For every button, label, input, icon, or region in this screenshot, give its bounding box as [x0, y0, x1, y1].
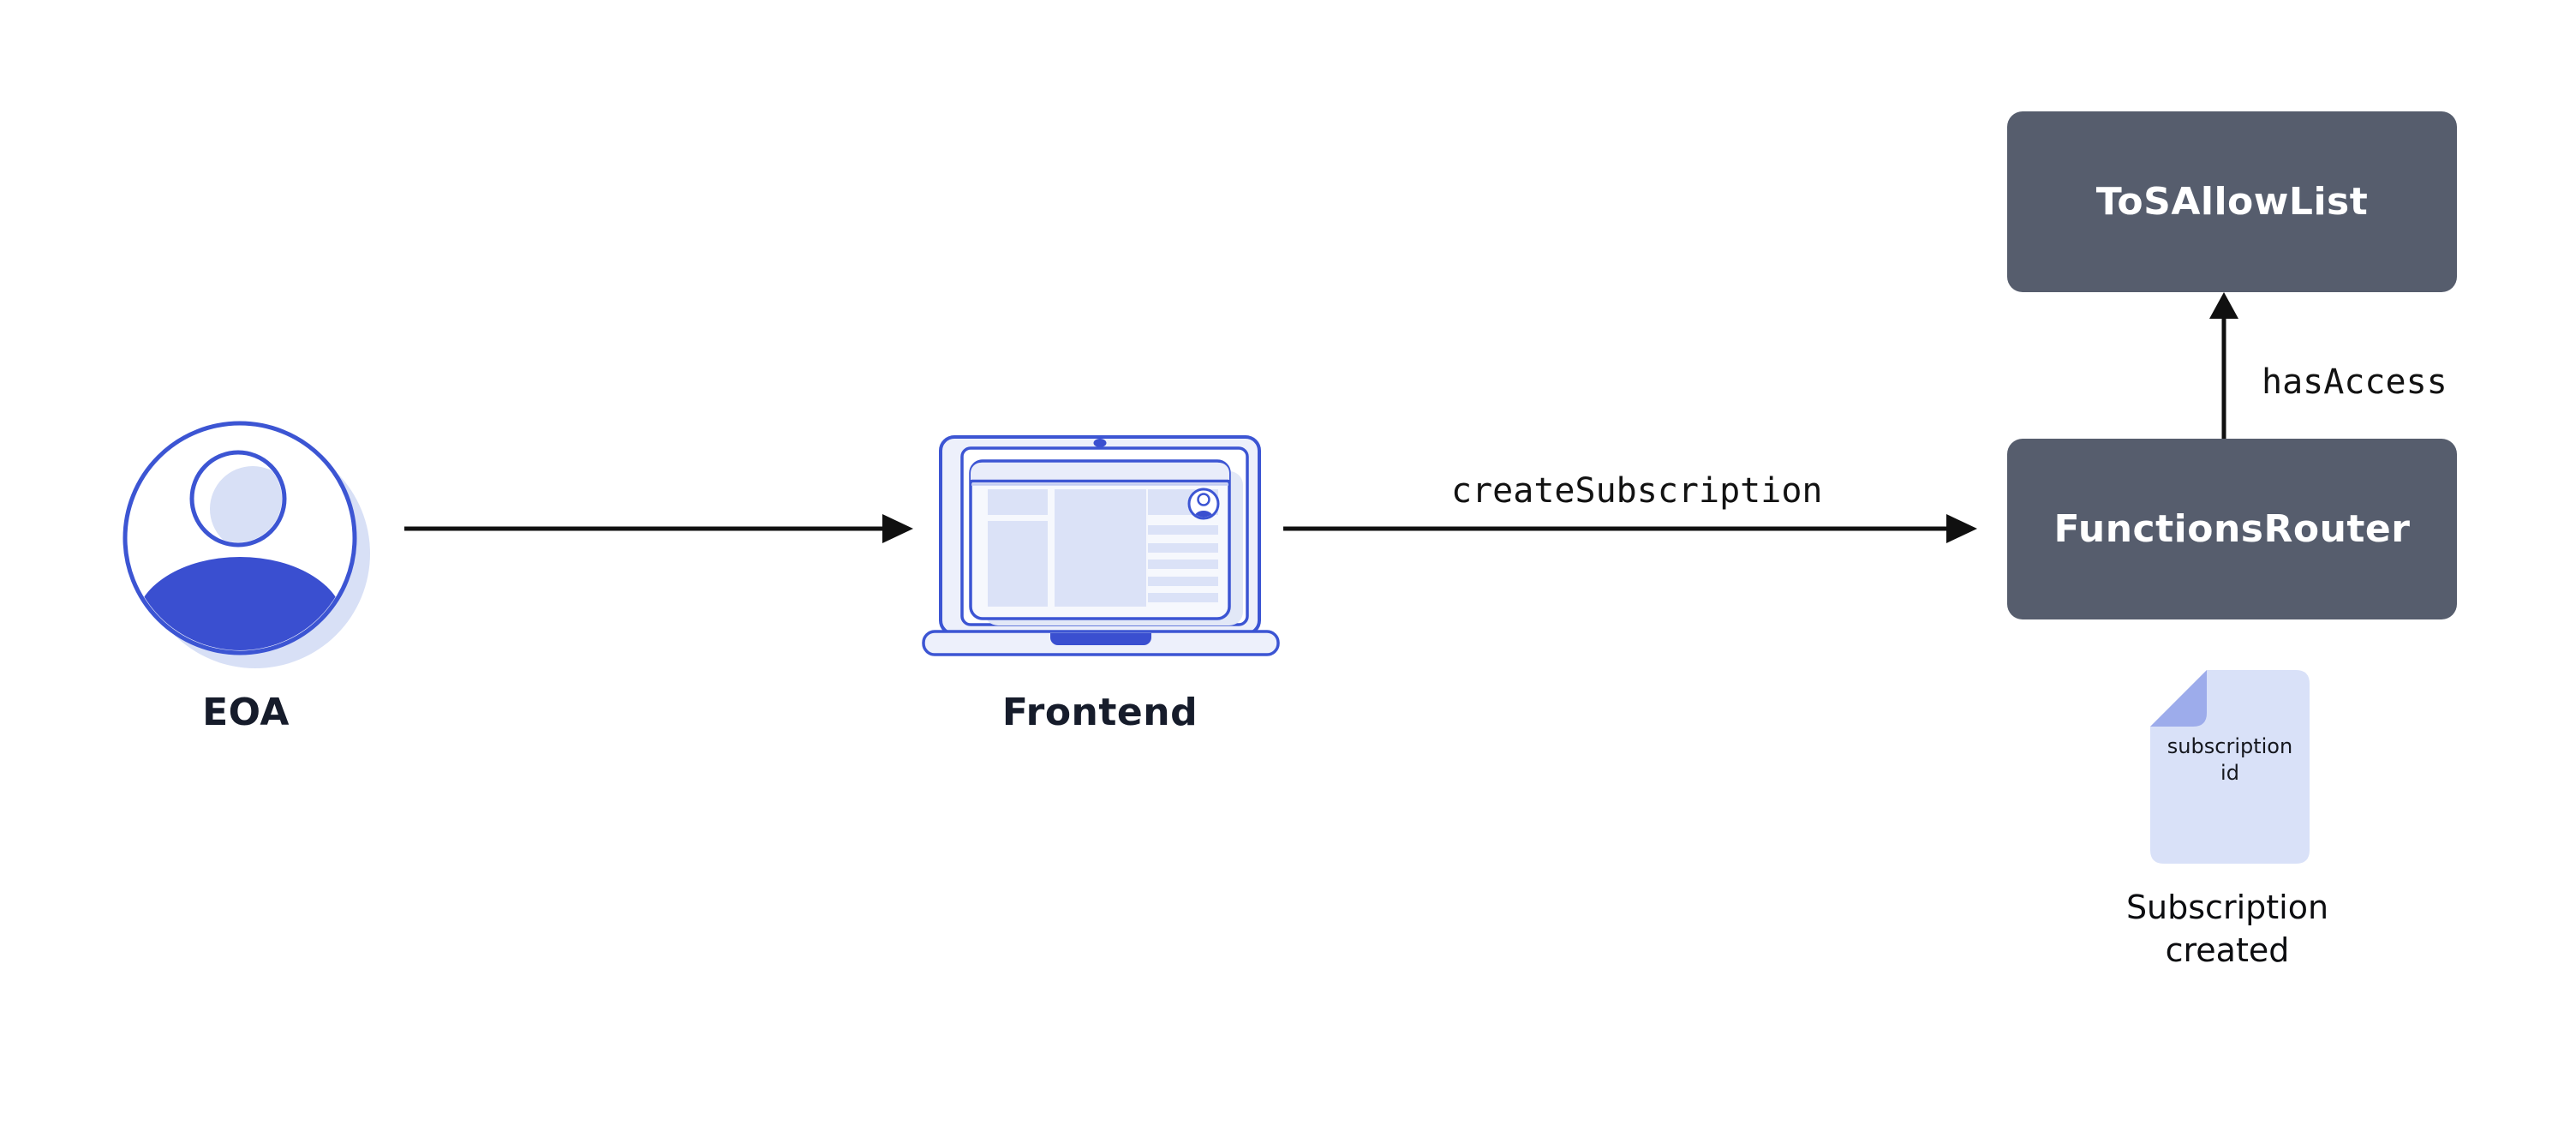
frontend-label: Frontend	[1001, 691, 1198, 734]
avatar-body	[135, 557, 344, 650]
edge-label-has-access: hasAccess	[2262, 362, 2447, 402]
document-fold-corner	[2150, 670, 2207, 727]
content-line	[1148, 577, 1218, 586]
content-line	[1148, 593, 1218, 602]
arrowhead-icon	[882, 514, 913, 543]
edge-label-create-subscription: createSubscription	[1451, 471, 1823, 511]
content-line	[1148, 543, 1218, 553]
browser-user-badge-icon	[1187, 488, 1220, 520]
content-line	[1148, 525, 1218, 535]
laptop-browser-icon	[922, 435, 1280, 656]
content-block	[1055, 489, 1146, 607]
document-text: subscription id	[2152, 733, 2308, 787]
functions-router-label: FunctionsRouter	[2053, 507, 2411, 551]
tos-allow-list-label: ToSAllowList	[2095, 180, 2369, 224]
subscription-created-caption: Subscription created	[2107, 886, 2347, 972]
laptop-base-notch	[1050, 633, 1151, 645]
content-block	[988, 489, 1048, 515]
avatar-head-outline	[189, 450, 287, 548]
arrowhead-icon	[2209, 292, 2238, 319]
content-block	[988, 521, 1048, 607]
arrow-eoa-to-frontend	[404, 514, 913, 543]
arrow-functions-router-to-tos-allow-list	[2209, 292, 2238, 439]
arrow-frontend-to-functions-router	[1283, 514, 1977, 543]
eoa-label: EOA	[202, 691, 290, 734]
functions-router-box: FunctionsRouter	[2007, 439, 2457, 619]
content-line	[1148, 560, 1218, 569]
document-icon	[2150, 670, 2310, 864]
caption-line1: Subscription	[2125, 889, 2329, 926]
user-avatar-icon	[123, 421, 370, 668]
laptop-camera-dot	[1093, 439, 1107, 447]
tos-allow-list-box: ToSAllowList	[2007, 111, 2457, 292]
caption-line2: created	[2165, 931, 2290, 969]
browser-titlebar	[971, 463, 1229, 480]
arrowhead-icon	[1946, 514, 1977, 543]
document-text-line1: subscription	[2167, 734, 2293, 758]
document-text-line2: id	[2220, 761, 2239, 785]
